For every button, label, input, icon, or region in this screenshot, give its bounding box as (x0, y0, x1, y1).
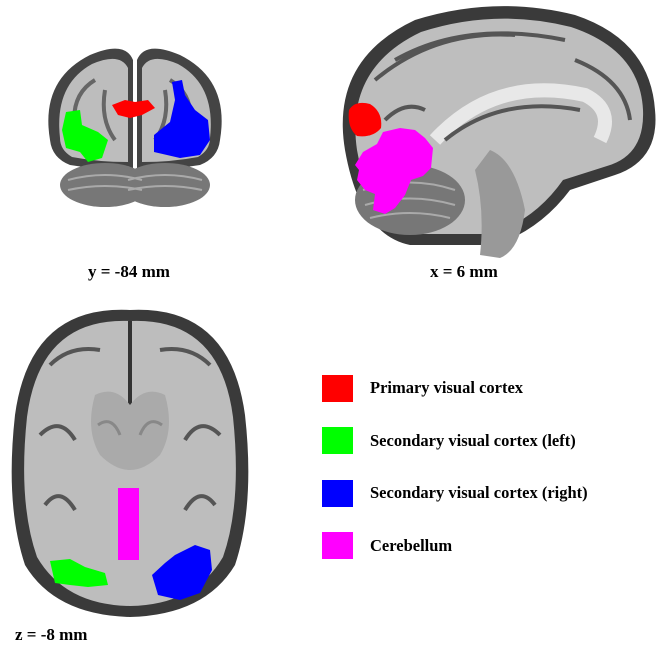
legend-item-secondary-visual-cortex-right: Secondary visual cortex (right) (322, 477, 657, 509)
legend-label: Primary visual cortex (370, 378, 524, 397)
axial-caption: z = -8 mm (15, 625, 88, 644)
legend-item-cerebellum: Cerebellum (322, 530, 657, 562)
coronal-caption: y = -84 mm (88, 262, 170, 281)
legend-label: Secondary visual cortex (left) (370, 430, 576, 450)
legend-label: Secondary visual cortex (right) (370, 483, 588, 502)
sagittal-primary-visual-region (348, 102, 382, 137)
legend-swatch-magenta (322, 532, 353, 559)
legend-swatch-red (322, 374, 353, 402)
axial-slice-panel (0, 305, 260, 620)
legend-item-secondary-visual-cortex-left: Secondary visual cortex (left) (322, 425, 657, 457)
coronal-secondary-right-region (154, 80, 210, 158)
coronal-brain-image (48, 48, 222, 207)
coronal-primary-visual-region (112, 100, 155, 118)
axial-secondary-left-region (50, 559, 108, 587)
coronal-secondary-left-region (62, 110, 108, 162)
legend-swatch-blue (322, 479, 353, 507)
axial-secondary-right-region (152, 545, 212, 600)
legend-label: Cerebellum (370, 535, 453, 555)
sagittal-slice-panel (315, 0, 661, 260)
coronal-slice-panel (30, 40, 240, 215)
legend: Primary visual cortex Secondary visual c… (322, 372, 657, 582)
legend-item-primary-visual-cortex: Primary visual cortex (322, 372, 657, 404)
sagittal-cerebellum-region (355, 128, 433, 214)
sagittal-brain-image (342, 6, 656, 258)
legend-swatch-green (322, 427, 353, 454)
axial-brain-image (11, 309, 249, 617)
sagittal-caption: x = 6 mm (430, 262, 498, 281)
axial-cerebellum-region (118, 488, 139, 560)
